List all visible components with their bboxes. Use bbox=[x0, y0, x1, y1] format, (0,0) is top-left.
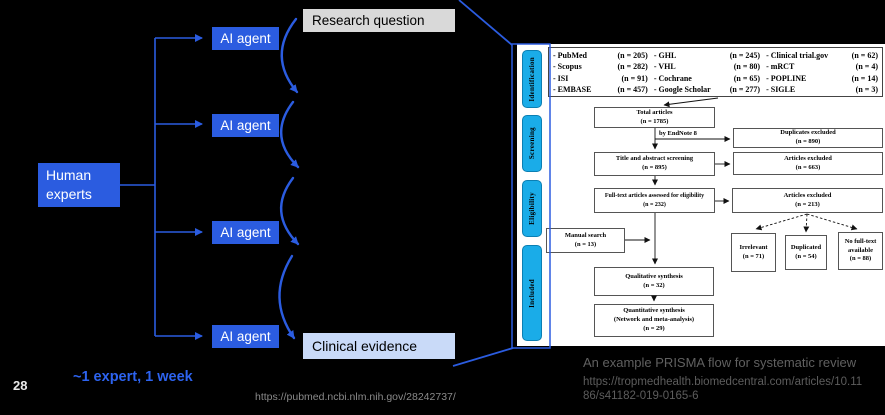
box-title: Title and abstract screening bbox=[615, 155, 694, 163]
db-name: - ISI bbox=[553, 73, 569, 83]
box-title: Articles excluded bbox=[783, 191, 832, 199]
databases-column-1: - PubMed (n = 205) - Scopus (n = 282) - IS… bbox=[553, 51, 648, 94]
db-count: (n = 457) bbox=[617, 84, 648, 94]
qualitative-synthesis-box: Qualitative synthesis (n = 32) bbox=[594, 267, 714, 296]
db-name: - POPLINE bbox=[766, 73, 807, 83]
box-count: (n = 1785) bbox=[640, 117, 669, 125]
duplicates-excluded-box: Duplicates excluded (n = 890) bbox=[733, 128, 883, 148]
db-name: - SIGLE bbox=[766, 84, 796, 94]
box-title: Quantitative synthesis bbox=[623, 307, 685, 315]
manual-search-box: Manual search (n = 13) bbox=[546, 228, 625, 253]
databases-column-2: - GHL (n = 245) - VHL (n = 80) - Cochrane (… bbox=[654, 51, 760, 94]
box-count: (n = 71) bbox=[742, 252, 765, 260]
quantitative-synthesis-box: Quantitative synthesis (Network and meta… bbox=[594, 304, 714, 337]
db-name: - Google Scholar bbox=[653, 84, 711, 94]
arrow-databases-to-total bbox=[663, 97, 719, 108]
db-count: (n = 14) bbox=[851, 73, 878, 83]
db-count: (n = 282) bbox=[617, 62, 648, 72]
db-name: - Clinical trial.gov bbox=[766, 51, 829, 60]
articles-excluded-663-box: Articles excluded (n = 663) bbox=[733, 152, 883, 175]
box-count: (n = 663) bbox=[795, 163, 821, 171]
box-count: (n = 32) bbox=[643, 281, 665, 289]
prisma-caption-url-line2: 86/s41182-019-0165-6 bbox=[583, 389, 699, 402]
box-title: Total articles bbox=[636, 108, 673, 116]
arc-step-2 bbox=[279, 100, 300, 169]
box-subtitle: (Network and meta-analysis) bbox=[613, 316, 695, 324]
box-title: Irrelevant bbox=[739, 243, 768, 251]
db-name: - EMBASE bbox=[553, 84, 592, 94]
callout-line-bottom bbox=[452, 347, 514, 367]
db-count: (n = 205) bbox=[617, 51, 648, 60]
box-count: (n = 890) bbox=[795, 138, 821, 145]
arc-step-4 bbox=[278, 254, 296, 340]
page-number: 28 bbox=[13, 378, 28, 393]
box-title: No full-text bbox=[844, 237, 877, 245]
stage-eligibility: Eligibility bbox=[522, 180, 542, 237]
db-name: - mRCT bbox=[766, 62, 795, 72]
db-name: - PubMed bbox=[553, 51, 587, 60]
dashed-arrow-to-duplicated bbox=[803, 213, 810, 233]
fulltext-eligibility-box: Full-text articles assessed for eligibil… bbox=[594, 188, 715, 213]
db-count: (n = 245) bbox=[729, 51, 761, 60]
stage-screening: Screening bbox=[522, 115, 542, 172]
stage-identification: Identification bbox=[522, 50, 542, 108]
databases-column-3: - Clinical trial.gov (n = 62) - mRCT (n = … bbox=[766, 51, 878, 94]
db-name: - VHL bbox=[653, 62, 676, 72]
total-articles-box: Total articles (n = 1785) bbox=[594, 107, 715, 128]
box-count: (n = 213) bbox=[795, 200, 820, 208]
box-title: Duplicated bbox=[790, 243, 822, 251]
databases-box: - PubMed (n = 205) - Scopus (n = 282) - IS… bbox=[548, 47, 883, 97]
db-count: (n = 65) bbox=[733, 73, 761, 83]
clinical-evidence-box: Clinical evidence bbox=[303, 333, 455, 359]
box-count: (n = 29) bbox=[643, 324, 665, 332]
box-title-2: available bbox=[848, 246, 873, 254]
ai-agent-box-2: AI agent bbox=[212, 114, 279, 137]
db-name: - GHL bbox=[653, 51, 677, 60]
db-name: - Cochrane bbox=[653, 73, 692, 83]
db-count: (n = 62) bbox=[851, 51, 878, 60]
arc-step-3 bbox=[279, 176, 300, 246]
ai-agent-box-1: AI agent bbox=[212, 27, 279, 50]
by-endnote-label: by EndNote 8 bbox=[659, 130, 697, 137]
db-count: (n = 277) bbox=[729, 84, 761, 94]
box-count: (n = 232) bbox=[643, 201, 666, 208]
human-experts-box: Human experts bbox=[38, 163, 120, 207]
expert-time-annotation: ~1 expert, 1 week bbox=[73, 369, 193, 385]
arc-step-1 bbox=[280, 17, 299, 94]
pubmed-url: https://pubmed.ncbi.nlm.nih.gov/28242737… bbox=[255, 391, 456, 403]
research-question-box: Research question bbox=[303, 9, 455, 32]
box-count: (n = 895) bbox=[642, 164, 667, 171]
articles-excluded-213-box: Articles excluded (n = 213) bbox=[732, 188, 883, 213]
irrelevant-box: Irrelevant (n = 71) bbox=[731, 233, 776, 272]
dashed-arrow-to-irrelevant bbox=[755, 213, 808, 231]
box-count: (n = 54) bbox=[795, 252, 817, 260]
no-fulltext-available-box: No full-text available (n = 88) bbox=[838, 232, 883, 270]
db-count: (n = 91) bbox=[621, 73, 648, 83]
db-count: (n = 80) bbox=[733, 62, 761, 72]
db-count: (n = 3) bbox=[855, 84, 878, 94]
ai-agent-box-3: AI agent bbox=[212, 221, 279, 244]
stage-included: Included bbox=[522, 245, 542, 341]
prisma-caption-url-line1: https://tropmedhealth.biomedcentral.com/… bbox=[583, 376, 863, 388]
prisma-caption-url: https://tropmedhealth.biomedcentral.com/… bbox=[583, 376, 862, 404]
duplicated-box: Duplicated (n = 54) bbox=[785, 235, 827, 270]
ai-agent-box-4: AI agent bbox=[212, 325, 279, 348]
title-abstract-screening-box: Title and abstract screening (n = 895) bbox=[594, 152, 715, 176]
human-experts-trunk-line bbox=[120, 38, 156, 336]
box-title: Articles excluded bbox=[784, 154, 832, 162]
box-title: Qualitative synthesis bbox=[625, 272, 683, 280]
box-title: Full-text articles assessed for eligibil… bbox=[604, 193, 705, 200]
box-count: (n = 88) bbox=[849, 255, 872, 263]
box-title: Manual search bbox=[564, 231, 607, 239]
prisma-caption-title: An example PRISMA flow for systematic re… bbox=[583, 355, 857, 370]
db-name: - Scopus bbox=[553, 62, 582, 72]
db-count: (n = 4) bbox=[855, 62, 878, 72]
callout-line-top bbox=[458, 0, 513, 46]
stage-column-frame bbox=[511, 43, 551, 349]
dashed-arrow-to-no-fulltext bbox=[806, 213, 858, 231]
box-title: Duplicates excluded bbox=[780, 129, 836, 137]
box-count: (n = 13) bbox=[574, 240, 597, 248]
